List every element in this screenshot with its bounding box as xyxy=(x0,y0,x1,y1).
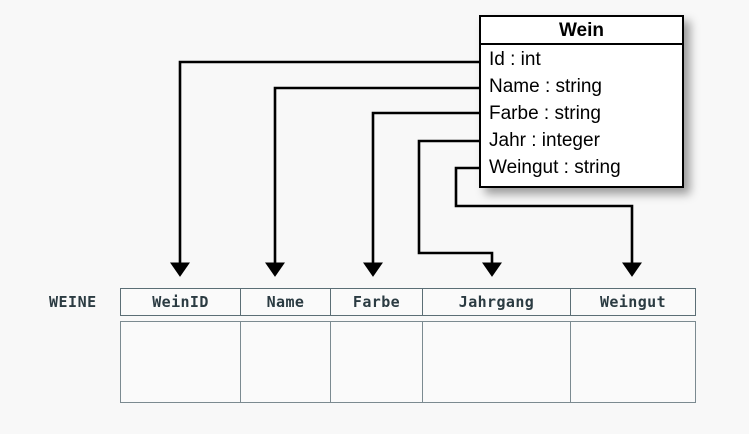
table-cell[interactable] xyxy=(241,322,331,402)
table-column-header[interactable]: Name xyxy=(241,289,331,315)
table-cell[interactable] xyxy=(121,322,241,402)
table-header-row: WeinID Name Farbe Jahrgang Weingut xyxy=(120,288,696,316)
uml-attribute: Farbe : string xyxy=(489,103,601,124)
table-cell[interactable] xyxy=(571,322,695,402)
table-column-header[interactable]: Jahrgang xyxy=(423,289,571,315)
connector-jahr-to-jahrgang xyxy=(417,139,503,277)
connector-farbe-to-farbe xyxy=(362,111,479,277)
uml-attribute: Jahr : integer xyxy=(489,130,600,151)
uml-attribute: Name : string xyxy=(489,76,602,97)
connector-name-to-name xyxy=(264,86,479,277)
connector-id-to-weinid xyxy=(169,60,479,277)
table-cell[interactable] xyxy=(423,322,571,402)
table-row xyxy=(120,321,696,403)
uml-attribute: Weingut : string xyxy=(489,157,621,178)
table-cell[interactable] xyxy=(331,322,423,402)
table-column-header[interactable]: Farbe xyxy=(331,289,423,315)
table-column-header[interactable]: WeinID xyxy=(121,289,241,315)
table-column-header[interactable]: Weingut xyxy=(599,293,666,311)
uml-class-name: Wein xyxy=(481,17,682,45)
uml-attribute-list: Id : int Name : string Farbe : string Ja… xyxy=(481,45,682,181)
uml-attribute: Id : int xyxy=(489,49,541,70)
relation-table[interactable]: WeinID Name Farbe Jahrgang Weingut xyxy=(120,288,696,403)
relation-name-label: WEINE xyxy=(49,293,97,311)
connector-weingut-to-weingut xyxy=(454,166,643,277)
uml-class-box[interactable]: Wein Id : int Name : string Farbe : stri… xyxy=(479,15,684,188)
